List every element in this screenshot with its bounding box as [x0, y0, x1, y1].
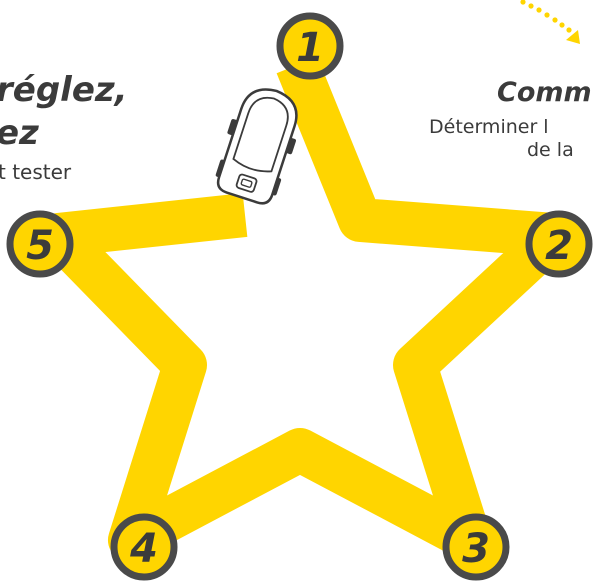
waypoint-2-number: 2	[545, 223, 573, 269]
waypoint-4-number: 4	[129, 526, 158, 572]
left-subtext: t tester	[0, 160, 71, 184]
waypoint-2: 2	[529, 214, 589, 274]
waypoint-4: 4	[114, 517, 174, 577]
waypoint-1: 1	[280, 16, 340, 76]
right-heading: Comm	[497, 77, 592, 108]
waypoint-3: 3	[446, 517, 506, 577]
waypoint-5: 5	[10, 214, 70, 274]
left-heading-line1: réglez,	[0, 70, 128, 110]
waypoint-3-number: 3	[462, 526, 490, 572]
left-heading-line2: ez	[0, 113, 39, 153]
waypoint-5-number: 5	[26, 223, 54, 269]
right-subtext-line2: de la	[527, 139, 574, 161]
dotted-arrow-icon	[520, 0, 580, 44]
right-subtext-line1: Déterminer l	[429, 116, 549, 138]
waypoint-1-number: 1	[296, 25, 324, 71]
